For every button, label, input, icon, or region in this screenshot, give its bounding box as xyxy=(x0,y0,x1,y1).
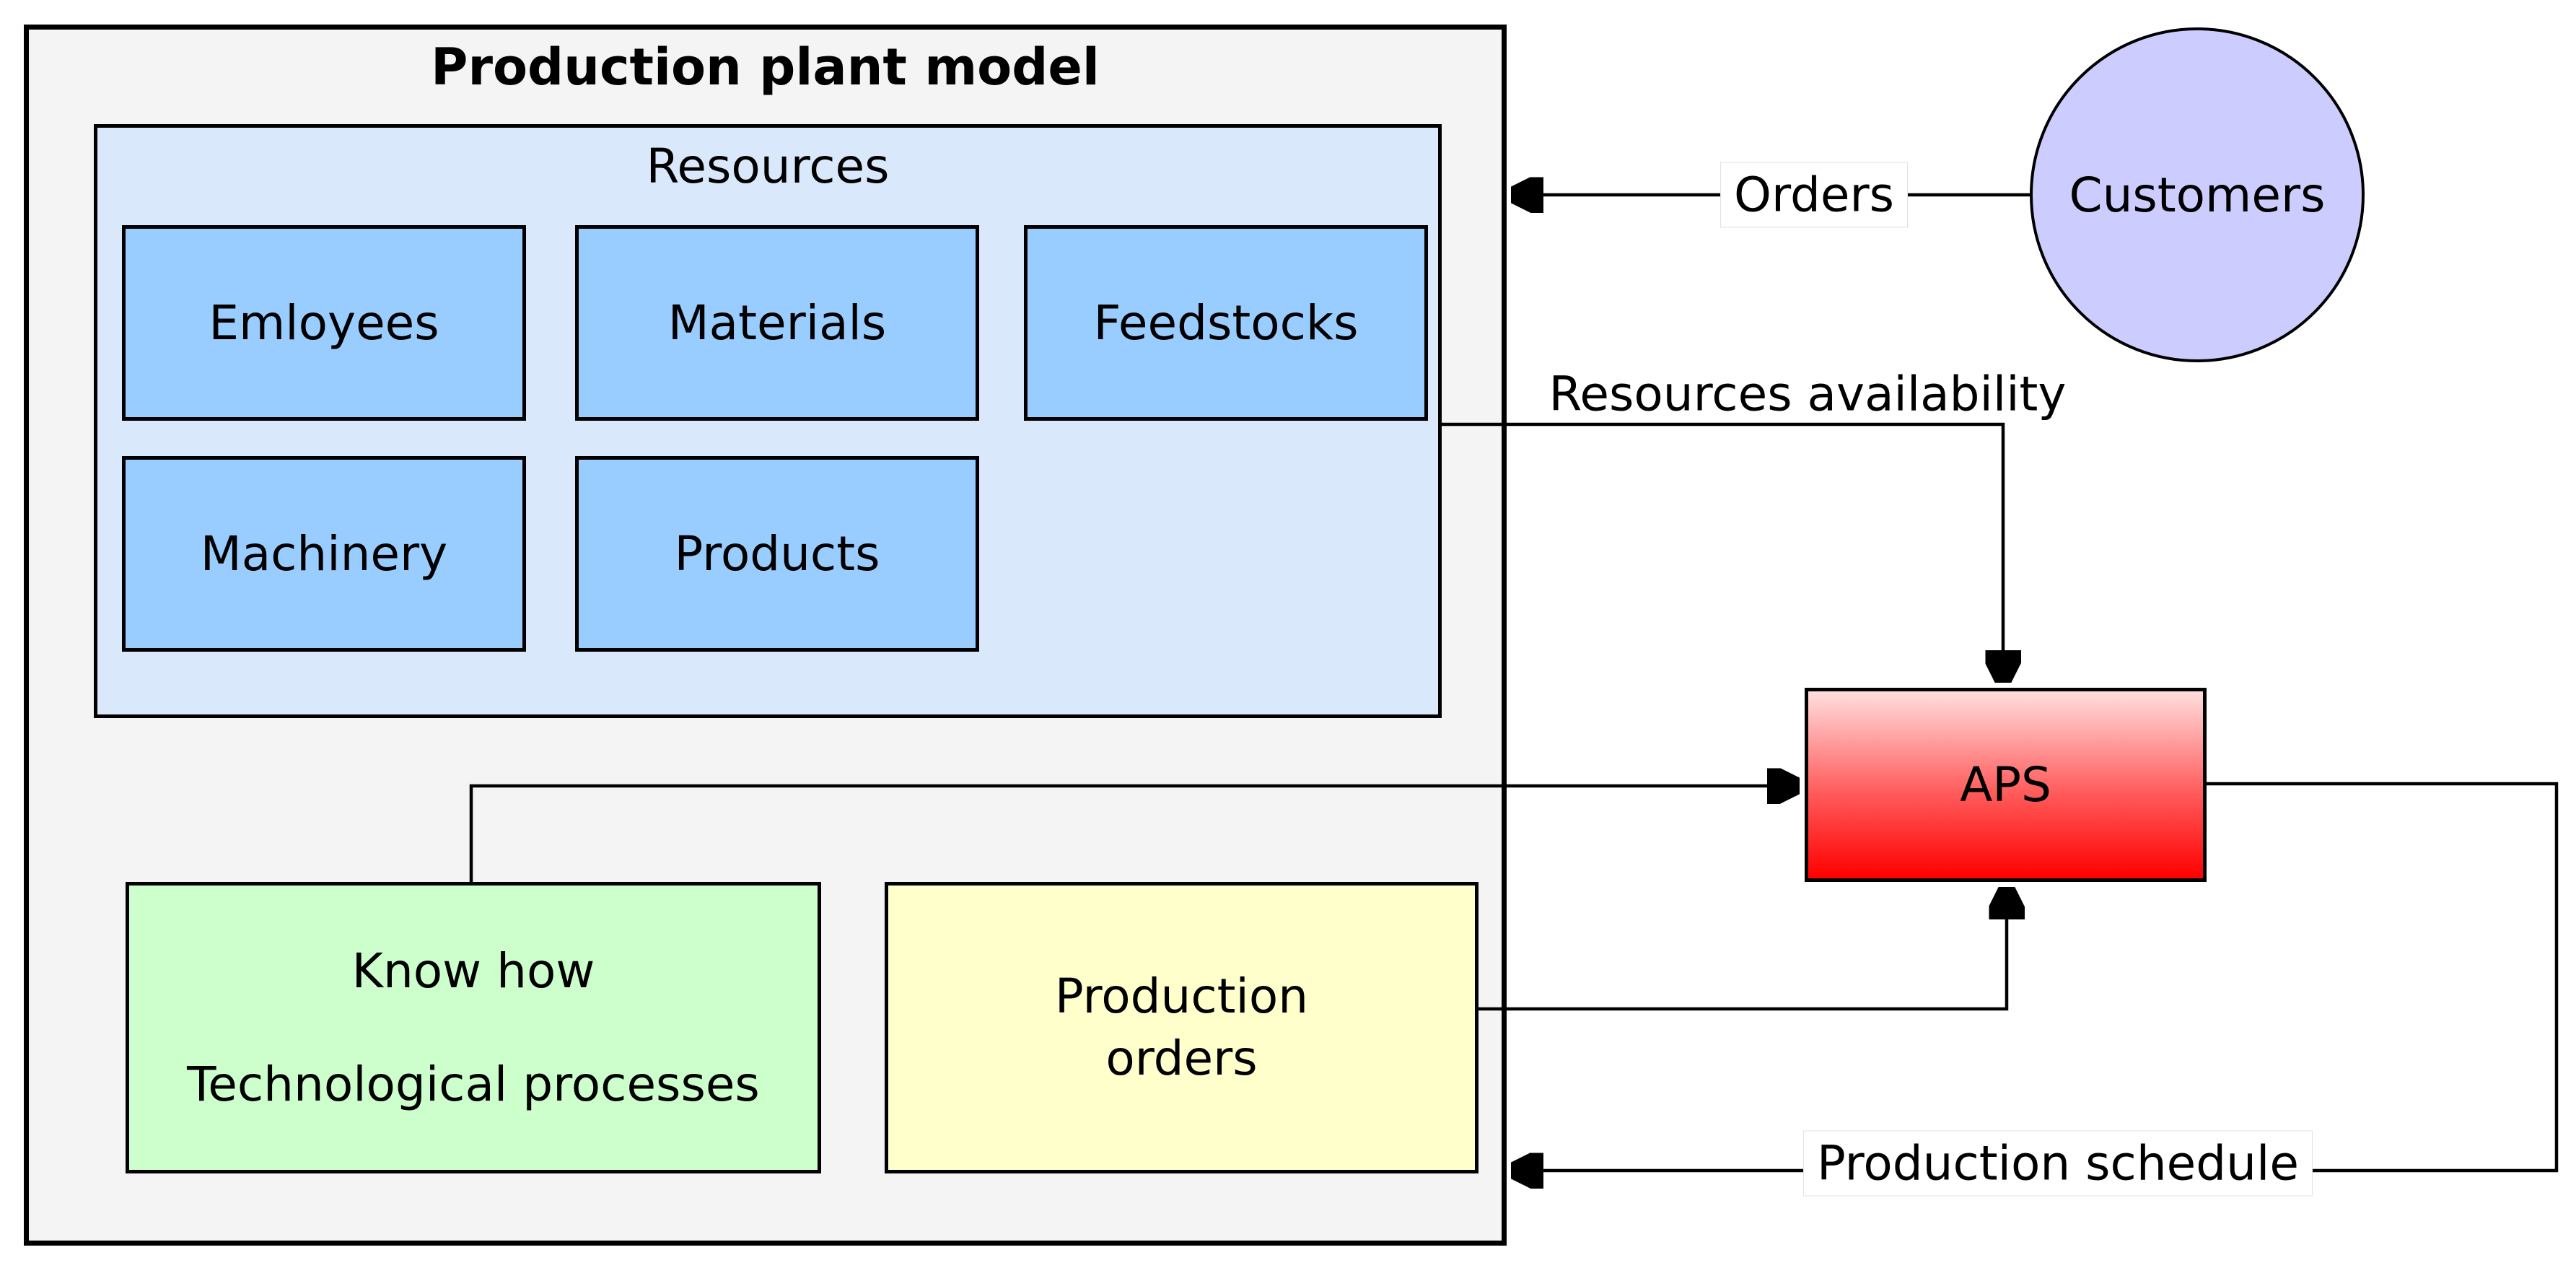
resources-availability-edge-label: Resources availability xyxy=(1548,366,2067,422)
resource-box-feedstocks-label: Feedstocks xyxy=(1093,295,1359,351)
plant-title: Production plant model xyxy=(431,38,1100,97)
production-orders-box: Production orders xyxy=(885,882,1478,1173)
resource-box-machinery-label: Machinery xyxy=(200,526,448,582)
resource-box-employees-label: Emloyees xyxy=(209,295,439,351)
production-orders-to-aps-arrow xyxy=(1478,887,2007,1011)
production-schedule-edge-label: Production schedule xyxy=(1803,1130,2313,1197)
customers-circle: Customers xyxy=(2030,27,2365,362)
resource-box-employees: Emloyees xyxy=(122,225,526,421)
resource-box-machinery: Machinery xyxy=(122,456,526,652)
resources-availability-arrow xyxy=(1442,422,2003,683)
aps-box: APS xyxy=(1805,688,2207,882)
resources-label: Resources xyxy=(646,139,890,194)
know-how-line2: Technological processes xyxy=(187,1057,760,1112)
aps-label: APS xyxy=(1960,757,2051,813)
resource-box-materials: Materials xyxy=(575,225,979,421)
resource-box-materials-label: Materials xyxy=(667,295,887,351)
resource-box-products-label: Products xyxy=(674,526,880,582)
resource-box-feedstocks: Feedstocks xyxy=(1024,225,1428,421)
know-how-line1: Know how xyxy=(351,943,595,999)
resource-box-products: Products xyxy=(575,456,979,652)
know-how-box: Know how Technological processes xyxy=(126,882,821,1173)
production-orders-line2: orders xyxy=(1105,1031,1258,1086)
production-orders-line1: Production xyxy=(1054,969,1309,1025)
orders-edge-label: Orders xyxy=(1720,162,1908,228)
customers-label: Customers xyxy=(2069,167,2326,223)
